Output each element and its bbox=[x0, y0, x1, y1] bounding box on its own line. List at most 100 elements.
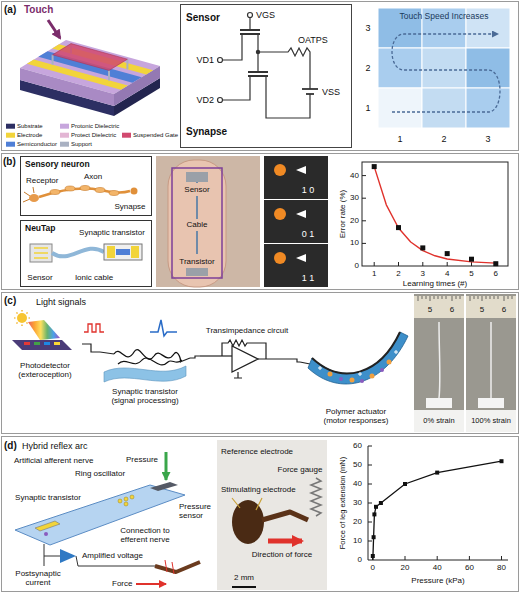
force-chart bbox=[371, 554, 375, 558]
ball-photos bbox=[296, 166, 306, 174]
force-chart bbox=[374, 505, 378, 509]
signal-waves bbox=[84, 324, 104, 332]
device-illustration bbox=[53, 44, 128, 71]
tick-label: 0 bbox=[371, 563, 375, 572]
circuit-wires bbox=[266, 76, 310, 118]
actuator-drawing bbox=[312, 332, 400, 373]
speed-grid bbox=[466, 88, 510, 128]
actuator-drawing bbox=[360, 379, 364, 383]
part-label: Artificial afferent nerve bbox=[14, 456, 93, 465]
part-label: Synapse bbox=[114, 202, 145, 211]
finger-photo bbox=[172, 168, 222, 278]
panel-letter: (c) bbox=[4, 295, 16, 307]
neutap-drawing bbox=[30, 244, 52, 262]
neuron-drawing bbox=[50, 190, 60, 195]
leg-photo bbox=[311, 478, 321, 516]
tick-label: 60 bbox=[465, 563, 474, 572]
strain-photos bbox=[466, 294, 516, 432]
tick-label: 2 bbox=[365, 63, 370, 73]
photo-label: 100% strain bbox=[471, 417, 511, 426]
transistor-drawing bbox=[100, 350, 190, 382]
tick-label: 4 bbox=[445, 269, 449, 278]
opamp-circuit bbox=[222, 340, 266, 359]
neutap-drawing bbox=[116, 249, 130, 255]
light-source bbox=[14, 310, 30, 326]
ball-photos bbox=[274, 208, 286, 220]
photo-label: Direction of force bbox=[252, 550, 312, 559]
panel-frame: Photodetector (exteroception)Synaptic tr… bbox=[1, 292, 519, 434]
tick-label: 20 bbox=[353, 517, 362, 526]
force-chart bbox=[379, 501, 383, 505]
device-illustration bbox=[20, 40, 160, 116]
terminal-label: VD2 bbox=[196, 95, 214, 105]
state-label: 0 1 bbox=[302, 229, 315, 239]
reflex-wires bbox=[44, 544, 158, 566]
speed-grid bbox=[422, 88, 466, 128]
panel-letter: (d) bbox=[4, 440, 17, 452]
strain-photos bbox=[466, 410, 516, 432]
ball-photos bbox=[274, 252, 286, 264]
legend-item: Support bbox=[60, 141, 92, 148]
part-label: Receptor bbox=[26, 176, 58, 185]
legend-item: Protect Dielectric bbox=[60, 132, 116, 139]
legend-item: Semiconductor bbox=[6, 141, 57, 148]
terminal-label: VD1 bbox=[196, 55, 214, 65]
signal-waves bbox=[150, 320, 177, 336]
speed-grid bbox=[378, 8, 510, 128]
part-label: Axon bbox=[84, 172, 102, 181]
strain-photos bbox=[418, 296, 512, 301]
tick-label: 50 bbox=[353, 460, 362, 469]
terminal-label: VSS bbox=[322, 87, 340, 97]
touch-label: Touch bbox=[24, 4, 53, 16]
transimpedance-circuit: Transimpedance circuit bbox=[200, 322, 294, 382]
tick-label: 3 bbox=[365, 23, 370, 33]
leg-photo bbox=[217, 440, 327, 590]
legend-text: Substrate bbox=[17, 123, 43, 130]
reflex-wires bbox=[44, 544, 45, 566]
light-source bbox=[14, 310, 60, 340]
leg-drawing bbox=[155, 560, 200, 574]
neuron-drawing bbox=[65, 186, 75, 191]
neutap-drawing bbox=[30, 244, 142, 262]
circuit-wires bbox=[249, 18, 250, 31]
neutap-drawing bbox=[34, 248, 48, 258]
error-chart bbox=[374, 167, 496, 264]
circuit-wires bbox=[257, 52, 258, 72]
ball-photos bbox=[296, 210, 306, 218]
actuator-drawing bbox=[370, 374, 375, 379]
opamp-circuit bbox=[232, 346, 258, 372]
actuator-drawing bbox=[387, 360, 392, 365]
legend-text: Suspended Gate bbox=[133, 132, 178, 139]
circuit-wires bbox=[218, 98, 223, 103]
leg-photo bbox=[232, 500, 264, 544]
finger-photo bbox=[156, 156, 260, 287]
strain-photos bbox=[466, 296, 516, 318]
ball-photos bbox=[264, 156, 328, 287]
panel-letter: (b) bbox=[3, 156, 16, 168]
part-label: Postsynaptic current bbox=[8, 569, 68, 587]
axis-title: Error rate (%) bbox=[338, 190, 347, 238]
terminal-label: VGS bbox=[256, 10, 275, 20]
tick-label: 40 bbox=[433, 563, 442, 572]
circuit-wires bbox=[218, 58, 223, 63]
tick-label: 10 bbox=[350, 239, 359, 248]
leg-photo bbox=[232, 586, 256, 588]
signal-wire bbox=[82, 344, 100, 352]
ruler-number: 5 bbox=[428, 305, 432, 314]
state-label: 1 1 bbox=[302, 273, 315, 283]
circuit-wires bbox=[248, 13, 253, 18]
legend-swatch bbox=[60, 133, 69, 138]
pressure-arrow bbox=[165, 452, 168, 480]
force-chart bbox=[373, 461, 502, 560]
ball-photos bbox=[264, 200, 328, 243]
amplifier-symbol bbox=[60, 549, 76, 563]
actuator-drawing bbox=[300, 332, 408, 384]
circuit-wires bbox=[248, 75, 268, 77]
part-label: Force bbox=[112, 579, 132, 588]
actuator-drawing bbox=[300, 362, 310, 364]
neuron-drawing bbox=[131, 188, 138, 195]
transistor-drawing bbox=[118, 358, 182, 365]
panel-heading: Hybrid reflex arc bbox=[22, 441, 88, 451]
error-chart bbox=[445, 251, 450, 256]
ball-photos bbox=[274, 164, 286, 176]
